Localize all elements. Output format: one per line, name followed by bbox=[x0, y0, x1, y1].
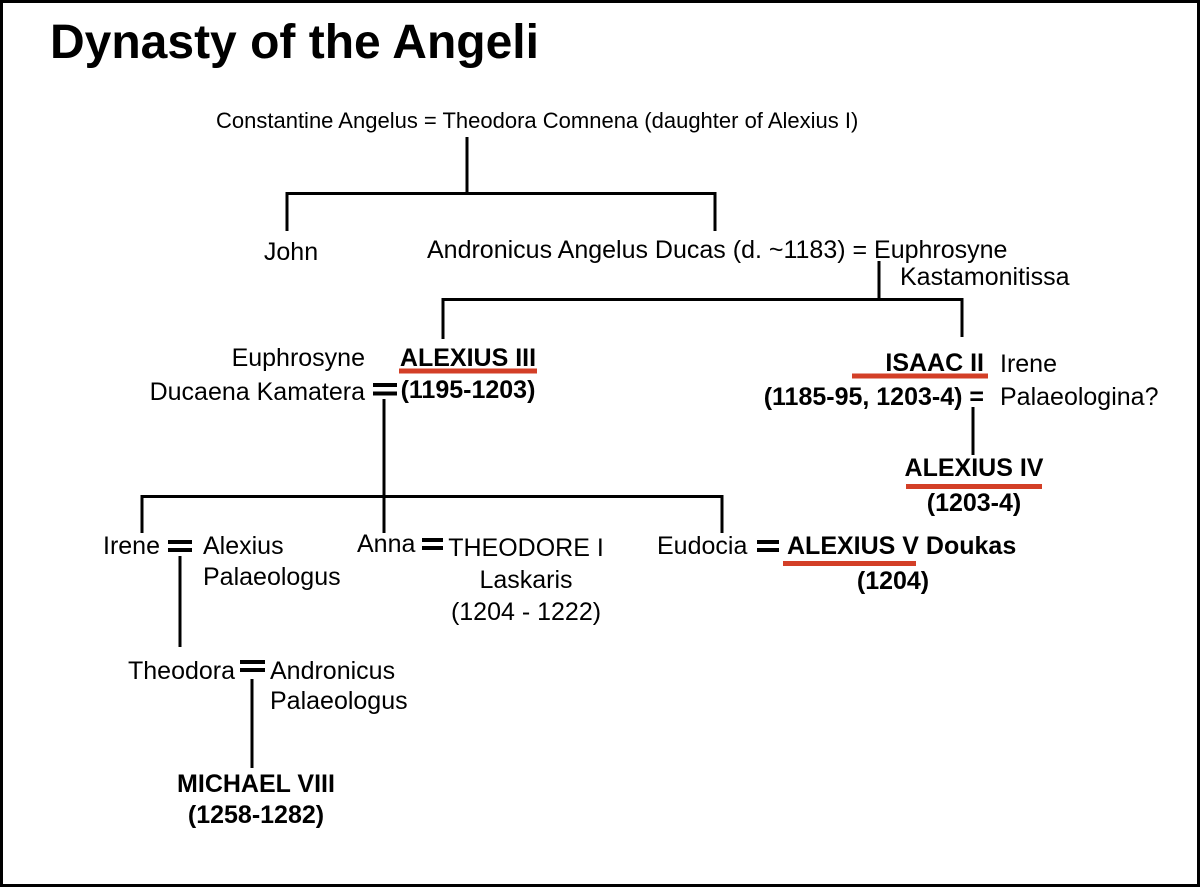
person-michael-viii: MICHAEL VIII (1258-1282) bbox=[177, 769, 335, 831]
person-alexius-iii: ALEXIUS III (1195-1203) bbox=[400, 342, 536, 406]
person-alexius-iii-name: ALEXIUS III bbox=[399, 344, 537, 372]
emperor-underline-alexius5 bbox=[783, 561, 916, 566]
person-irene-palaeologina: Irene Palaeologina? bbox=[1000, 348, 1158, 414]
person-alexius-iv: ALEXIUS IV (1203-4) bbox=[905, 451, 1044, 521]
person-michael-viii-name: MICHAEL VIII bbox=[177, 770, 335, 798]
person-isaac-ii-name: ISAAC II bbox=[885, 349, 984, 377]
person-alexius-palaeologus-line2: Palaeologus bbox=[203, 563, 341, 591]
person-alexius-iv-dates: (1203-4) bbox=[926, 489, 1022, 517]
person-theodore-i-line2: Laskaris bbox=[479, 566, 573, 594]
marriage-equals-anna bbox=[422, 538, 443, 542]
person-michael-viii-dates: (1258-1282) bbox=[187, 801, 325, 829]
connector-gen4-siblings bbox=[140, 495, 724, 533]
person-isaac-ii: ISAAC II (1185-95, 1203-4) = bbox=[764, 346, 984, 414]
person-irene-palaeologina-line1: Irene bbox=[1000, 350, 1057, 378]
person-alexius-palaeologus: Alexius Palaeologus bbox=[203, 531, 341, 593]
person-irene-palaeologina-line2: Palaeologina? bbox=[1000, 383, 1159, 411]
marriage-equals-irene bbox=[168, 540, 192, 544]
person-theodore-i-line3: (1204 - 1222) bbox=[450, 598, 602, 626]
person-alexius-v-dates: (1204) bbox=[856, 567, 930, 595]
person-andronicus-palaeologus-line2: Palaeologus bbox=[270, 687, 408, 715]
person-andronicus-euphrosyne: Andronicus Angelus Ducas (d. ~1183) = Eu… bbox=[427, 236, 1008, 264]
person-constantine-theodora: Constantine Angelus = Theodora Comnena (… bbox=[216, 108, 859, 133]
person-euphrosyne-ducaena: Euphrosyne Ducaena Kamatera bbox=[150, 341, 365, 409]
person-euphrosyne-kastamonitissa-line2: Kastamonitissa bbox=[900, 263, 1070, 291]
person-theodore-i: THEODORE I Laskaris (1204 - 1222) bbox=[448, 532, 604, 628]
person-andronicus-palaeologus: Andronicus Palaeologus bbox=[270, 656, 408, 716]
person-eudocia: Eudocia bbox=[657, 532, 748, 560]
person-euphrosyne-ducaena-line1: Euphrosyne bbox=[231, 344, 365, 372]
emperor-underline-isaac2 bbox=[852, 373, 988, 379]
person-alexius-iii-dates: (1195-1203) bbox=[400, 376, 536, 404]
person-theodore-i-line1: THEODORE I bbox=[448, 534, 604, 562]
marriage-equals-eudocia bbox=[757, 540, 779, 544]
marriage-equals-alexius3 bbox=[373, 391, 397, 396]
person-theodora: Theodora bbox=[128, 657, 236, 685]
emperor-underline-alexius3 bbox=[399, 368, 537, 374]
marriage-equals-irene bbox=[168, 548, 192, 552]
person-alexius-palaeologus-line1: Alexius bbox=[203, 532, 284, 560]
diagram-title: Dynasty of the Angeli bbox=[50, 16, 539, 69]
person-john: John bbox=[263, 238, 319, 266]
person-andronicus-palaeologus-line1: Andronicus bbox=[270, 657, 396, 685]
marriage-equals-theodora bbox=[240, 660, 265, 664]
person-alexius-iv-name: ALEXIUS IV bbox=[904, 454, 1044, 482]
person-isaac-ii-dates: (1185-95, 1203-4) = bbox=[763, 383, 984, 411]
marriage-equals-theodora bbox=[240, 668, 265, 672]
person-euphrosyne-ducaena-line2: Ducaena Kamatera bbox=[149, 378, 365, 406]
person-alexius-v-name: ALEXIUS V Doukas bbox=[787, 532, 1017, 560]
marriage-equals-alexius3 bbox=[373, 383, 397, 387]
connector-gen3-siblings bbox=[441, 298, 964, 339]
marriage-equals-anna bbox=[422, 546, 443, 550]
connector-gen2-siblings bbox=[285, 192, 717, 231]
person-irene: Irene bbox=[103, 532, 160, 560]
emperor-underline-alexius4 bbox=[906, 484, 1042, 489]
person-anna: Anna bbox=[357, 530, 416, 558]
marriage-equals-eudocia bbox=[757, 548, 779, 552]
